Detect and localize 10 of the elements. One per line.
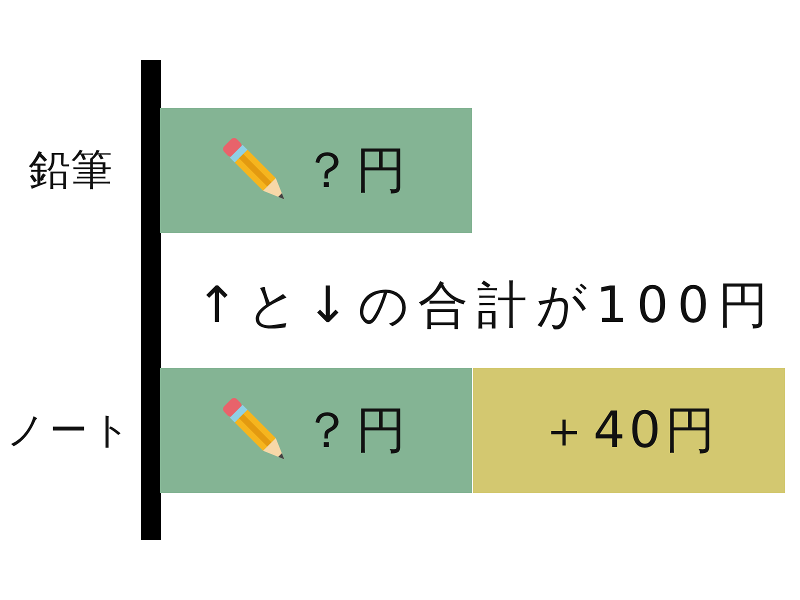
tape-segment	[160, 108, 472, 233]
amount-text: ？円	[302, 143, 410, 198]
tape-segment	[160, 368, 472, 493]
sum-note: ↑と↓の合計が100円	[196, 278, 778, 333]
row-label: 鉛筆	[28, 147, 112, 194]
tape-segment	[473, 368, 785, 493]
row-label: ノート	[6, 410, 134, 452]
vertical-bar	[141, 60, 161, 540]
amount-text: ＋40円	[539, 403, 719, 458]
amount-text: ？円	[302, 403, 410, 458]
